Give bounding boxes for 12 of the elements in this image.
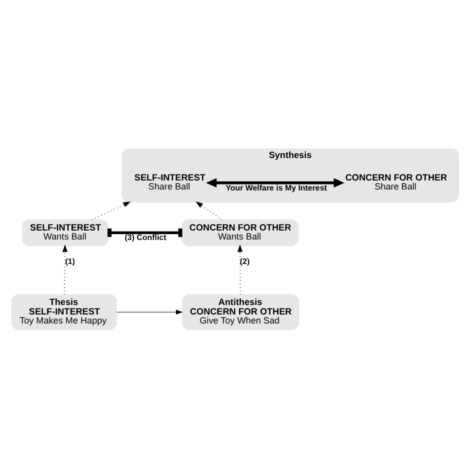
node-box: Thesis SELF-INTEREST Toy Makes Me Happy	[10, 294, 116, 330]
node-box: Antithesis CONCERN FOR OTHER Give Toy When Sad	[181, 294, 299, 330]
arrow	[236, 244, 242, 295]
arrow	[116, 310, 182, 315]
node-text: SELF-INTEREST Share Ball	[134, 172, 205, 192]
node-box: CONCERN FOR OTHER Wants Ball	[180, 219, 298, 246]
arrow	[205, 178, 344, 188]
node-box: SELF-INTEREST Wants Ball	[21, 219, 108, 246]
node-text: CONCERN FOR OTHER Share Ball	[344, 172, 447, 192]
arrow	[91, 202, 130, 220]
arrow	[195, 201, 222, 220]
arrow	[62, 244, 68, 295]
